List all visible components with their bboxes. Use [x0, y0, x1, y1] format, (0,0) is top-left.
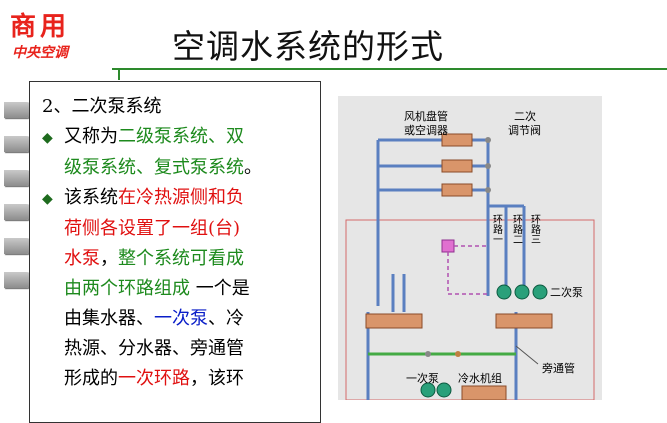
water-collector — [365, 313, 423, 329]
secondary-pump-icon — [532, 284, 548, 300]
bullet-2-line5: 由集水器、一次泵、冷 — [42, 304, 314, 334]
text-run: 形成的 — [64, 368, 118, 389]
label-bypass: 旁通管 — [542, 361, 575, 375]
logo-bottom-text: 中央空调 — [12, 45, 68, 61]
label-loop2: 环路二 — [511, 214, 523, 244]
text-run: 一个是 — [195, 278, 250, 299]
text-run: 级泵系统、复式泵系统 — [64, 157, 244, 178]
binder-tab — [4, 102, 34, 118]
bullet-2-line7: 形成的一次环路，该环 — [42, 364, 314, 394]
binder-tab — [4, 170, 34, 186]
bullet-2-line3: 水泵，整个系统可看成 — [42, 244, 314, 274]
bullet-1-cont: 级泵系统、复式泵系统。 — [42, 153, 314, 183]
secondary-pump-icon — [514, 284, 530, 300]
label-loop3: 环路三 — [529, 214, 541, 244]
text-panel: 2、二次泵系统 ◆ 又称为二级泵系统、双 级泵系统、复式泵系统。 ◆ 该系统在冷热源… — [29, 81, 321, 423]
label-chiller: 冷水机组 — [458, 371, 502, 385]
water-distributor — [495, 313, 553, 329]
leader-line — [515, 345, 539, 365]
bullet-2-line4: 由两个环路组成 一个是 — [42, 274, 314, 304]
title-underline — [112, 68, 667, 70]
text-run: 由两个环路组成 — [64, 278, 190, 299]
control-signal-line — [447, 245, 488, 295]
valve-icon — [455, 351, 461, 357]
fan-coil-unit — [441, 159, 473, 173]
text-run: 由集水器、 — [64, 308, 154, 329]
label-fan-coil-2: 或空调器 — [404, 123, 448, 137]
diamond-bullet-icon: ◆ — [42, 130, 53, 146]
label-loop1: 环路一 — [491, 214, 503, 244]
text-run: 整个系统可看成 — [118, 248, 244, 269]
bullet-2-line6: 热源、分水器、旁通管 — [42, 334, 314, 364]
text-run: 又称为 — [64, 126, 118, 147]
company-logo: 商用 中央空调 — [8, 6, 108, 66]
text-run: 该系统 — [64, 187, 118, 208]
valve-icon — [425, 351, 431, 357]
binder-tab — [4, 204, 34, 220]
label-primary-pump: 一次泵 — [406, 371, 439, 385]
panel-text: 2、二次泵系统 ◆ 又称为二级泵系统、双 级泵系统、复式泵系统。 ◆ 该系统在冷热源… — [42, 92, 314, 394]
label-secondary-pump: 二次泵 — [550, 285, 583, 299]
primary-pump-icon — [420, 382, 436, 398]
secondary-pump-icon — [496, 284, 512, 300]
text-run: 二级泵系统、双 — [118, 126, 244, 147]
fan-coil-unit — [441, 183, 473, 197]
logo-top-text: 商用 — [10, 12, 71, 42]
controller-icon — [441, 239, 455, 253]
diagram-svg: 风机盘管 或空调器 二次 调节阀 环路一 环路二 环路三 二次泵 旁通管 一次泵… — [345, 109, 595, 400]
secondary-pump-diagram: 风机盘管 或空调器 二次 调节阀 环路一 环路二 环路三 二次泵 旁通管 一次泵… — [338, 96, 602, 400]
secondary-region-outline — [345, 219, 595, 400]
valve-icon — [485, 163, 491, 169]
binder-tab — [4, 136, 34, 152]
primary-pump-icon — [436, 382, 452, 398]
valve-icon — [485, 137, 491, 143]
text-run: 。 — [244, 157, 262, 178]
text-run: 水泵 — [64, 248, 100, 269]
text-run: 一次环路 — [118, 368, 190, 389]
bullet-1: ◆ 又称为二级泵系统、双 — [42, 122, 314, 153]
valve-icon — [485, 187, 491, 193]
bullet-2: ◆ 该系统在冷热源侧和负 — [42, 183, 314, 214]
binder-tab — [4, 238, 34, 254]
label-valve-2: 调节阀 — [508, 123, 541, 137]
text-run: 一次泵 — [154, 308, 208, 329]
bullet-2-line2: 荷侧各设置了一组(台) — [42, 214, 314, 244]
fan-coil-unit — [441, 133, 473, 147]
text-run: ，该环 — [190, 368, 244, 389]
text-run: 在冷热源侧和负 — [118, 187, 244, 208]
diamond-bullet-icon: ◆ — [42, 191, 53, 207]
binder-tab — [4, 272, 34, 288]
label-valve: 二次 — [514, 109, 536, 123]
text-run: 热源、分水器、旁通管 — [64, 338, 244, 359]
text-run: 、冷 — [208, 308, 244, 329]
slide-title: 空调水系统的形式 — [172, 27, 444, 66]
label-fan-coil: 风机盘管 — [404, 109, 448, 123]
section-heading: 2、二次泵系统 — [42, 96, 162, 117]
text-run: ， — [100, 248, 118, 269]
chiller-unit — [461, 385, 507, 400]
title-tick — [118, 68, 120, 80]
text-run: 荷侧各设置了一组(台) — [64, 218, 241, 239]
